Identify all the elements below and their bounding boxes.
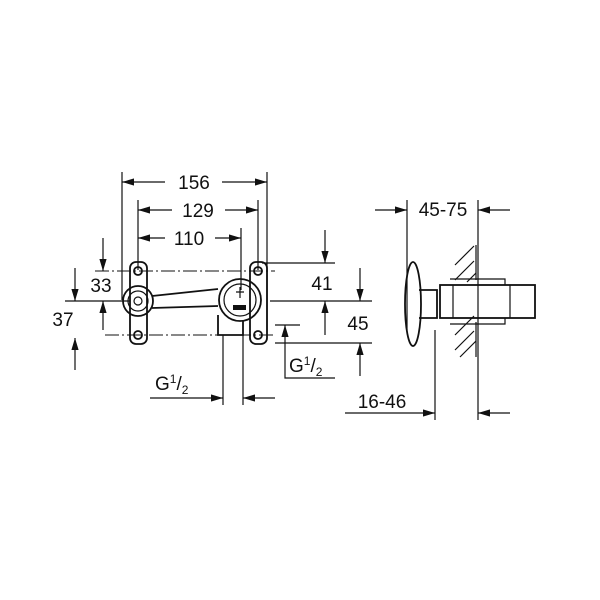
front-view: 156 129 110 33 37 41 45 G1/2 xyxy=(52,172,372,405)
dim-label-41: 41 xyxy=(311,274,332,295)
rough-in-body xyxy=(122,261,268,345)
dim-label-110: 110 xyxy=(174,229,204,250)
thread-label-right: G1/2 xyxy=(281,325,335,379)
dim-label-129: 129 xyxy=(182,201,214,222)
thread-label-bottom: G1/2 xyxy=(150,335,275,405)
dim-156: 156 xyxy=(122,173,267,194)
dim-label-45-75: 45-75 xyxy=(419,200,468,221)
dim-110: 110 xyxy=(138,229,241,250)
dim-33: 33 xyxy=(90,238,112,330)
dim-41: 41 xyxy=(311,230,333,335)
dim-label-33: 33 xyxy=(90,276,111,297)
svg-text:G1/2: G1/2 xyxy=(155,372,189,397)
dim-16-46: 16-46 xyxy=(345,392,510,417)
dim-129: 129 xyxy=(138,201,258,222)
dim-label-37: 37 xyxy=(52,310,73,331)
valve-side xyxy=(404,261,536,347)
dim-label-16-46: 16-46 xyxy=(358,392,407,413)
dim-label-156: 156 xyxy=(178,173,210,194)
dim-label-45: 45 xyxy=(347,314,368,335)
dim-45: 45 xyxy=(347,268,369,376)
dim-37: 37 xyxy=(52,268,79,370)
dim-45-75: 45-75 xyxy=(375,200,510,221)
svg-text:G1/2: G1/2 xyxy=(289,354,323,379)
side-view: 45-75 16-46 xyxy=(345,200,536,420)
wall-hatch xyxy=(454,245,477,358)
